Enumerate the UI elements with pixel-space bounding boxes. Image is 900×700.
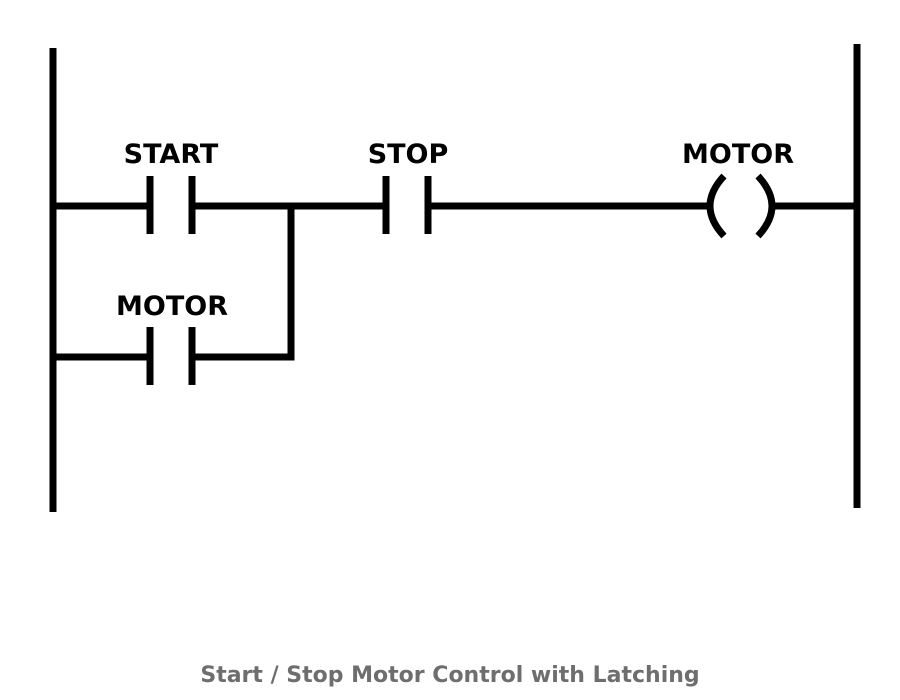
stop-contact-label: STOP <box>368 139 449 170</box>
motor-latch-contact <box>146 327 196 385</box>
start-contact-label: START <box>124 139 219 170</box>
stop-contact <box>382 176 432 234</box>
branch-wire-return <box>192 206 295 361</box>
diagram-caption: Start / Stop Motor Control with Latching <box>200 663 699 688</box>
motor-coil <box>706 173 776 239</box>
motor-latch-label: MOTOR <box>116 291 228 322</box>
motor-coil-label: MOTOR <box>682 139 794 170</box>
start-contact <box>146 176 196 234</box>
